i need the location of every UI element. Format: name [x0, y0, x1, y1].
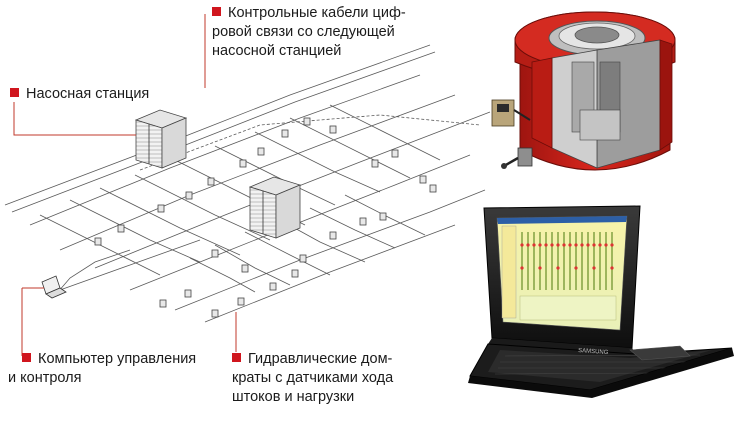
label-cables-line2: ровой связи со следующей — [212, 24, 395, 40]
label-cables-line3: насосной станцией — [212, 43, 342, 59]
hydraulic-jack-cutaway — [491, 11, 676, 171]
leader-lines — [13, 14, 237, 356]
label-jacks-line1: Гидравлические дом- — [248, 351, 393, 367]
label-computer-line1: Компьютер управления — [38, 351, 197, 367]
control-laptop — [468, 205, 734, 398]
jack-markers — [94, 117, 437, 318]
pump-station-2 — [248, 176, 302, 239]
label-jacks-line3: штоков и нагрузки — [232, 389, 355, 405]
laptop-brand-text: SAMSUNG — [578, 348, 609, 356]
label-bullet — [10, 88, 19, 97]
label-cables-line1: Контрольные кабели циф- — [228, 5, 406, 21]
label-pump-station: Насосная станция — [10, 85, 190, 104]
label-bullet — [212, 7, 221, 16]
schematic-laptop-icon — [41, 275, 67, 299]
label-bullet — [232, 353, 241, 362]
label-computer: Компьютер управления и контроля — [8, 350, 232, 388]
label-bullet — [22, 353, 31, 362]
label-hydraulic-jacks: Гидравлические дом- краты с датчиками хо… — [232, 350, 432, 407]
screen-gauges — [521, 232, 613, 290]
label-jacks-line2: краты с датчиками хода — [232, 370, 394, 386]
pump-station-1 — [134, 109, 188, 169]
label-computer-line2: и контроля — [8, 370, 82, 386]
label-control-cables: Контрольные кабели циф- ровой связи со с… — [212, 4, 442, 61]
label-pump-station-text: Насосная станция — [26, 86, 150, 102]
screen-indicators — [520, 243, 614, 270]
